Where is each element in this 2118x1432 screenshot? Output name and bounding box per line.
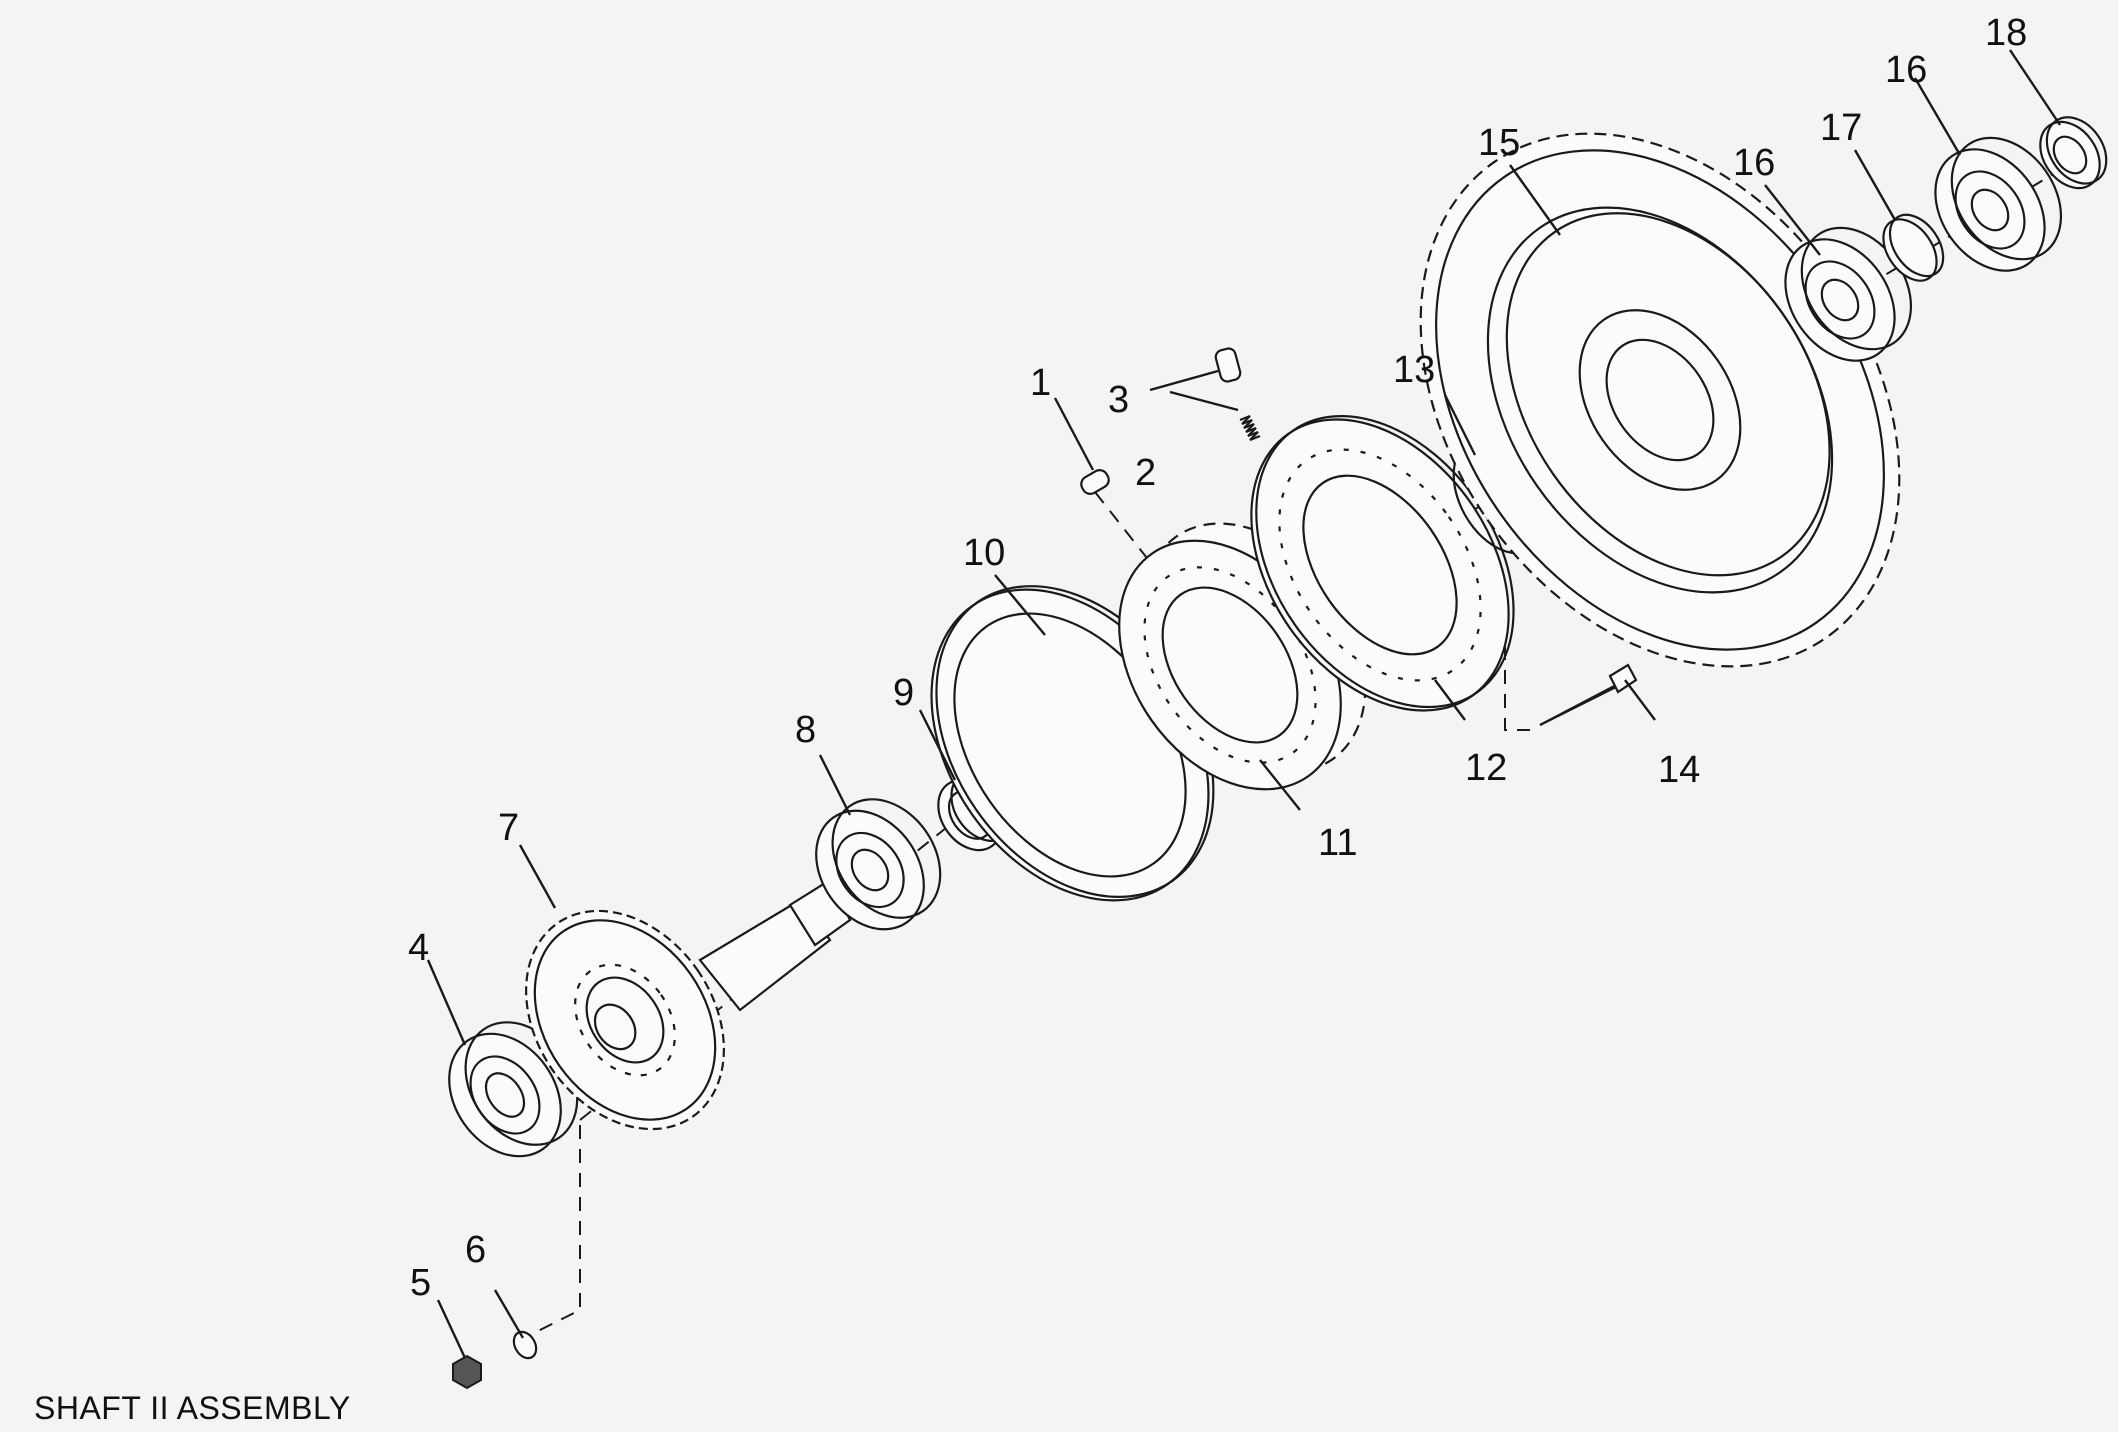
leader-lines bbox=[426, 49, 2061, 1359]
part-4-bearing bbox=[448, 1021, 579, 1158]
callout-15: 15 bbox=[1478, 122, 1520, 164]
part-3-plunger bbox=[1214, 347, 1242, 383]
part-6-washer bbox=[512, 1330, 538, 1360]
callout-5: 5 bbox=[410, 1262, 431, 1304]
part-12-plate bbox=[1250, 414, 1515, 712]
callout-17: 17 bbox=[1820, 107, 1862, 149]
callout-16-a: 16 bbox=[1733, 142, 1775, 184]
part-18-seal bbox=[2039, 116, 2108, 190]
part-16-bearing-b bbox=[1934, 136, 2063, 272]
callout-7: 7 bbox=[498, 807, 519, 849]
part-7-gear-shaft bbox=[525, 878, 852, 1131]
part-15-large-gear bbox=[1419, 132, 1901, 668]
callout-9: 9 bbox=[893, 672, 914, 714]
part-8-bearing bbox=[815, 798, 942, 931]
part-17-spacer bbox=[1882, 213, 1945, 282]
callout-11: 11 bbox=[1318, 822, 1357, 864]
callout-13: 13 bbox=[1393, 349, 1435, 391]
callout-8: 8 bbox=[795, 709, 816, 751]
callout-3: 3 bbox=[1108, 379, 1129, 421]
part-14-bolt bbox=[1539, 663, 1638, 726]
callout-12-a: 12 bbox=[1465, 747, 1507, 789]
part-1-dowel-pin bbox=[1080, 469, 1110, 495]
callout-labels: 1 2 3 4 5 6 7 8 9 10 11 12 12 13 14 15 1… bbox=[408, 12, 2027, 1304]
callout-4: 4 bbox=[408, 927, 429, 969]
callout-14: 14 bbox=[1658, 749, 1700, 791]
callout-2: 2 bbox=[1135, 452, 1156, 494]
callout-10: 10 bbox=[963, 532, 1005, 574]
part-2-spring bbox=[1239, 414, 1261, 442]
callout-6: 6 bbox=[465, 1229, 486, 1271]
diagram-title: SHAFT II ASSEMBLY bbox=[34, 1390, 351, 1426]
part-5-nut bbox=[452, 1354, 482, 1390]
callout-16-b: 16 bbox=[1885, 49, 1927, 91]
part-16-bearing-a bbox=[1784, 226, 1913, 362]
callout-1: 1 bbox=[1030, 362, 1051, 404]
callout-18: 18 bbox=[1985, 12, 2027, 54]
